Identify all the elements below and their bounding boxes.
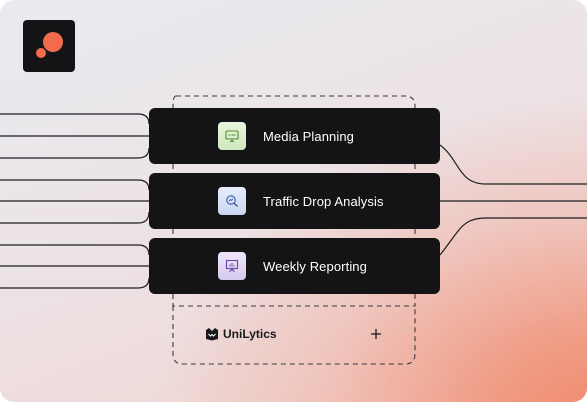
presentation-board-icon [218, 122, 246, 150]
app-logo [23, 20, 75, 72]
integration-unilytics: UniLytics [205, 327, 277, 341]
logo-small-dot [36, 48, 46, 58]
workflow-card-weekly-reporting[interactable]: Weekly Reporting [149, 238, 440, 294]
workflow-card-media-planning[interactable]: Media Planning [149, 108, 440, 164]
magnifier-chart-icon [218, 187, 246, 215]
workflow-card-label: Traffic Drop Analysis [263, 193, 384, 209]
integration-name: UniLytics [223, 327, 277, 341]
workflow-card-label: Media Planning [263, 128, 355, 144]
plus-icon[interactable] [366, 324, 386, 344]
workflow-card-label: Weekly Reporting [263, 258, 367, 274]
easel-chart-icon [218, 252, 246, 280]
workflow-card-traffic-drop-analysis[interactable]: Traffic Drop Analysis [149, 173, 440, 229]
unilytics-logo-icon [206, 328, 218, 341]
logo-large-dot [43, 32, 63, 52]
